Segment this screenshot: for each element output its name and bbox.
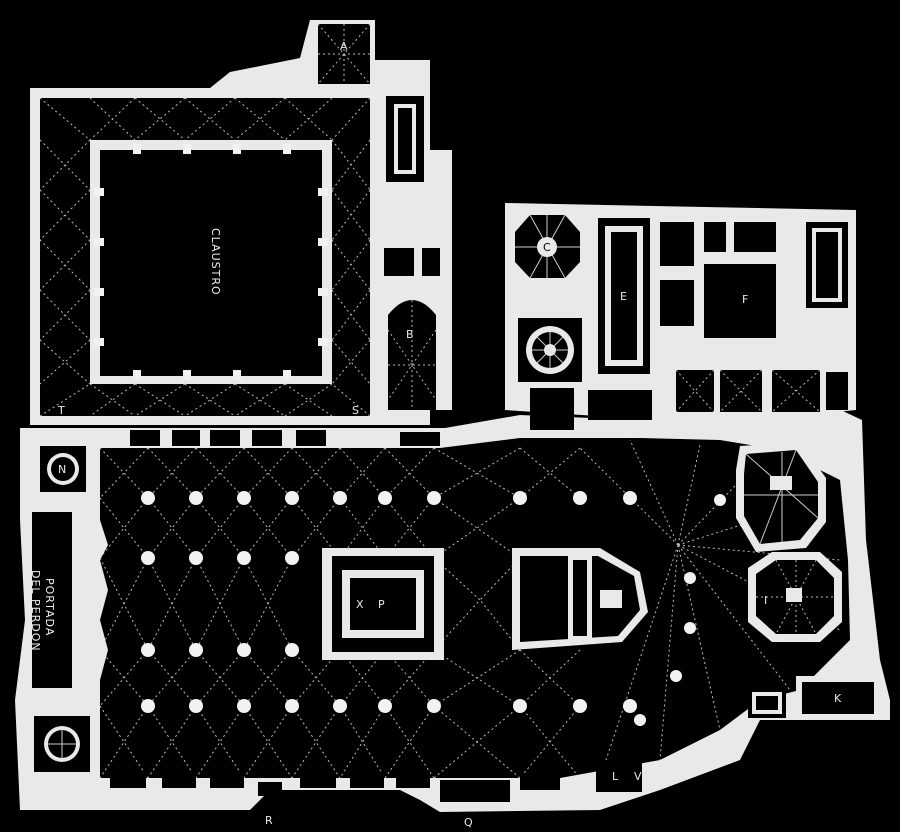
cloister-buttresses (94, 144, 328, 380)
room-label-r: R (265, 814, 273, 827)
room-label-e: E (620, 290, 627, 303)
room-label-f: F (742, 293, 748, 306)
room-label-t: T (57, 404, 65, 417)
church-interior: P X I K L V (99, 430, 880, 802)
cloister: CLAUSTRO T S (39, 97, 371, 417)
del-perdon-label: DEL PERDON (29, 570, 42, 652)
portada-label: PORTADA (43, 578, 56, 636)
nave-vault-ribs (99, 439, 841, 779)
south-side-chapels (110, 772, 560, 802)
sacristy-corridor: B (384, 96, 502, 410)
nave-space (100, 438, 850, 778)
room-label-x-nave: X (356, 598, 364, 611)
room-label-n: N (58, 463, 66, 476)
room-label-a: A (340, 40, 348, 53)
room-label-o: O (76, 780, 85, 793)
room-label-p: P (378, 598, 385, 611)
room-label-v: V (634, 770, 642, 783)
chapter-block: C E F (515, 214, 848, 430)
cloister-vault-ribs (39, 97, 371, 417)
room-label-i: I (764, 594, 767, 607)
nave-piers (141, 491, 726, 726)
west-front: N PORTADA DEL PERDON O (29, 446, 108, 793)
cloister-garth (100, 150, 322, 376)
room-label-q: Q (464, 816, 473, 829)
room-label-b: B (406, 328, 414, 341)
room-a: A (317, 23, 371, 85)
room-label-l: L (612, 770, 619, 783)
room-label-s: S (352, 404, 359, 417)
room-label-c: C (543, 241, 551, 254)
cloister-label: CLAUSTRO (209, 228, 222, 296)
room-label-k: K (834, 692, 842, 705)
north-side-chapels (130, 430, 440, 446)
